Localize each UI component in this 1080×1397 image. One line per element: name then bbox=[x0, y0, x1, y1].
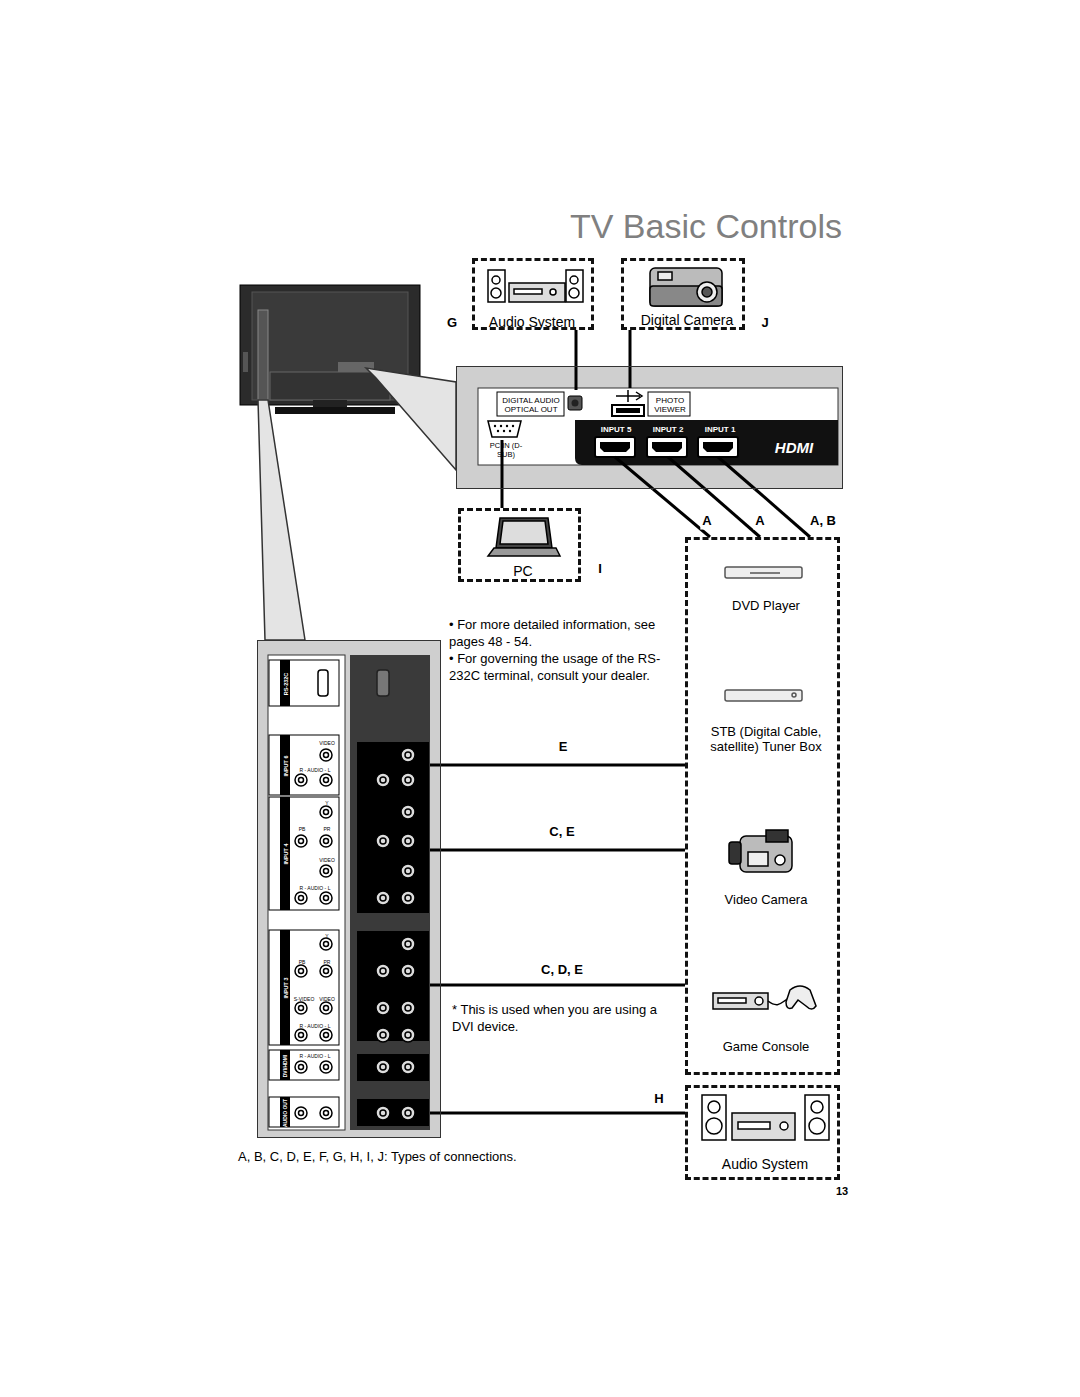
connection-letter: E bbox=[557, 739, 570, 756]
page-title: TV Basic Controls bbox=[570, 206, 842, 247]
node-text: INPUT 3 bbox=[283, 977, 289, 998]
connection-letter: I bbox=[598, 561, 602, 578]
node-text: Video Camera bbox=[725, 893, 808, 908]
node-text: PC IN (D-SUB) bbox=[486, 442, 526, 459]
node-text: INPUT 2 bbox=[653, 425, 684, 434]
device-box: DVD PlayerSTB (Digital Cable, satellite)… bbox=[685, 537, 840, 1075]
connection-line bbox=[630, 330, 631, 366]
node-text: STB (Digital Cable, satellite) Tuner Box bbox=[691, 725, 841, 755]
legend-note: A, B, C, D, E, F, G, H, I, J: Types of c… bbox=[238, 1149, 517, 1166]
connection-letter: A, B bbox=[808, 513, 838, 530]
node-text: AUDIO OUT bbox=[283, 1099, 289, 1127]
connection-letter: G bbox=[447, 315, 457, 332]
node-text: INPUT 4 bbox=[283, 843, 289, 864]
node-text: RS-232C bbox=[283, 673, 289, 696]
device-box: PC bbox=[458, 508, 581, 582]
node-text: DVD Player bbox=[732, 599, 800, 614]
device-box: DIGITAL AUDIO OPTICAL OUT PHOTO VIEWER PC … bbox=[456, 366, 843, 489]
node-text: PB bbox=[299, 960, 306, 966]
node-text: Y bbox=[325, 934, 328, 940]
node-text: Game Console bbox=[723, 1040, 810, 1055]
node-text: S-VIDEO bbox=[294, 997, 315, 1003]
node-text: INPUT 6 bbox=[283, 755, 289, 776]
node-text: PR bbox=[324, 827, 331, 833]
page-number: 13 bbox=[836, 1184, 848, 1198]
node-text: R - AUDIO - L bbox=[300, 1024, 331, 1030]
connection-letter: H bbox=[652, 1091, 665, 1108]
node-text: PR bbox=[324, 960, 331, 966]
node-text: R - AUDIO - L bbox=[300, 886, 331, 892]
node-text: PB bbox=[299, 827, 306, 833]
connection-letter: A bbox=[753, 513, 766, 530]
device-box: Digital Camera bbox=[621, 258, 745, 330]
device-box: RS-232C INPUT 6 VIDEO R - AUDIO - L INPUT 4 Y… bbox=[257, 640, 441, 1138]
device-box: Audio System bbox=[685, 1085, 840, 1180]
node-text: PHOTO VIEWER bbox=[650, 396, 690, 414]
connection-line bbox=[441, 765, 685, 766]
node-text: PC bbox=[513, 563, 532, 579]
node-text: VIDEO bbox=[319, 858, 335, 864]
connection-letter: C, D, E bbox=[539, 962, 585, 979]
node-text: R - AUDIO - L bbox=[300, 1054, 331, 1060]
connection-line bbox=[502, 489, 503, 508]
connection-line bbox=[441, 1113, 685, 1114]
node-text: Digital Camera bbox=[641, 312, 734, 328]
connection-line bbox=[441, 985, 685, 986]
node-text: DVI/HDMI bbox=[283, 1055, 289, 1078]
note: • For more detailed information, see pag… bbox=[449, 617, 677, 651]
node-text: Y bbox=[325, 801, 328, 807]
node-text: Audio System bbox=[489, 314, 575, 330]
node-text: INPUT 1 bbox=[705, 425, 736, 434]
node-text: INPUT 5 bbox=[601, 425, 632, 434]
connection-letter: J bbox=[761, 315, 768, 332]
node-text: Audio System bbox=[722, 1156, 808, 1172]
connection-line bbox=[576, 330, 577, 366]
connection-letter: A bbox=[700, 513, 713, 530]
note: * This is used when you are using a DVI … bbox=[452, 1002, 677, 1036]
node-text: R - AUDIO - L bbox=[300, 768, 331, 774]
node-text: DIGITAL AUDIO OPTICAL OUT bbox=[499, 396, 563, 414]
node-text: VIDEO bbox=[319, 741, 335, 747]
node-text: HDMI bbox=[775, 439, 813, 456]
connection-line bbox=[441, 850, 685, 851]
connection-letter: C, E bbox=[547, 824, 576, 841]
note: • For governing the usage of the RS-232C… bbox=[449, 651, 677, 685]
device-box: Audio System bbox=[472, 258, 594, 330]
node-text: VIDEO bbox=[319, 997, 335, 1003]
